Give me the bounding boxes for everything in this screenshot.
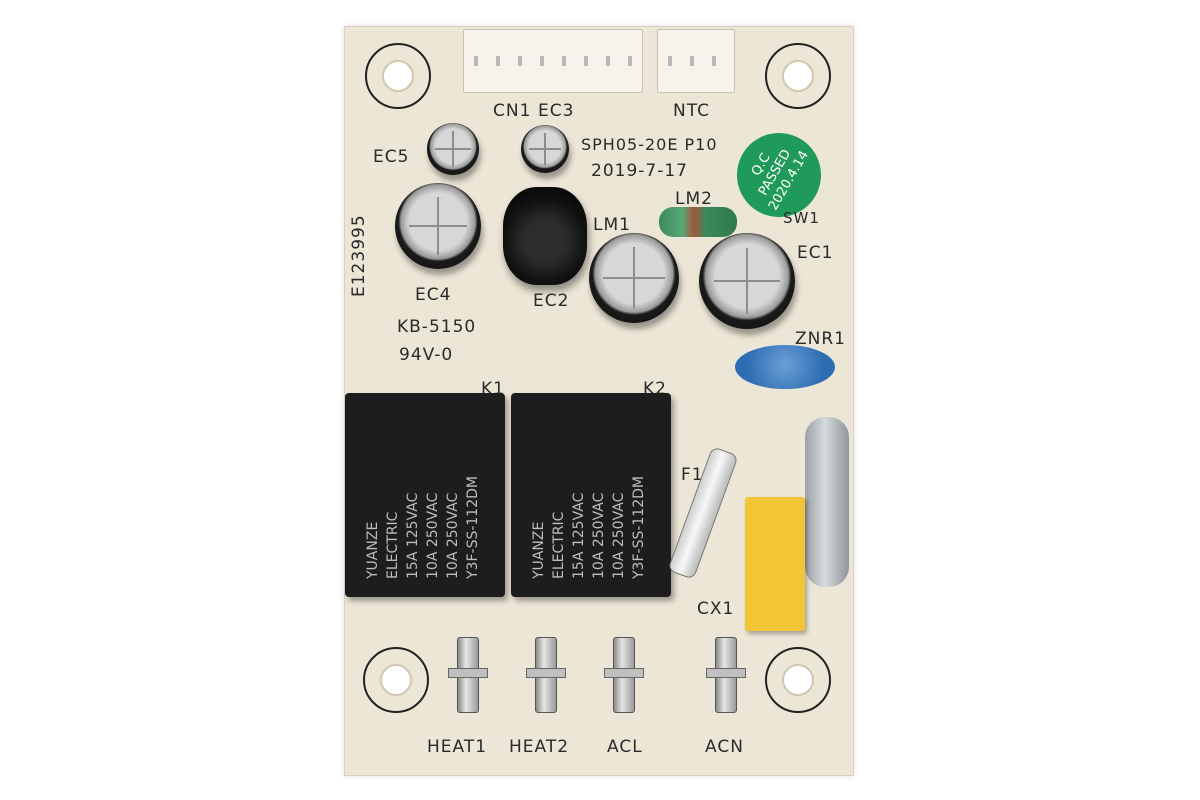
pcb-board: CN1 EC3 NTC SPH05-20E P10 2019-7-17 Q.C … [344, 26, 854, 776]
label-ec2: EC2 [533, 291, 570, 311]
mounting-hole-bottom-right [765, 647, 831, 713]
capacitor-ec1 [699, 233, 795, 329]
connector-cn1 [463, 29, 643, 93]
terminal-heat2 [526, 637, 566, 713]
capacitor-ec5 [427, 123, 479, 175]
connector-ntc [657, 29, 735, 93]
capacitor-ec3 [521, 125, 569, 173]
label-sw1: SW1 [783, 209, 820, 227]
label-lm1: LM1 [593, 215, 631, 235]
label-ec1: EC1 [797, 243, 834, 263]
label-heat1: HEAT1 [427, 737, 488, 757]
inductor-lm2 [659, 207, 737, 237]
mounting-hole-bottom-left [363, 647, 429, 713]
mounting-hole-top-right [765, 43, 831, 109]
terminal-acl [604, 637, 644, 713]
label-znr1: ZNR1 [795, 329, 846, 349]
terminal-heat1 [448, 637, 488, 713]
relay-k2: YUANZE ELECTRIC 15A 125VAC 10A 250VAC 10… [511, 393, 671, 597]
label-ec4: EC4 [415, 285, 452, 305]
varistor-znr1 [735, 345, 835, 389]
label-lm2: LM2 [675, 189, 713, 209]
inductor-lm1 [503, 187, 587, 285]
label-ec3: EC3 [538, 101, 575, 121]
board-id-vertical: E123995 [349, 214, 369, 297]
label-acl: ACL [607, 737, 643, 757]
relay-k1: YUANZE ELECTRIC 15A 125VAC 10A 250VAC 10… [345, 393, 505, 597]
flammability-rating: 94V-0 [399, 345, 454, 365]
mounting-hole-top-left [365, 43, 431, 109]
board-code-text: KB-5150 [397, 317, 477, 337]
model-text: SPH05-20E P10 [581, 135, 718, 154]
resistor [805, 417, 849, 587]
label-heat2: HEAT2 [509, 737, 570, 757]
capacitor-large-left [589, 233, 679, 323]
date-text: 2019-7-17 [591, 161, 688, 181]
capacitor-ec4 [395, 183, 481, 269]
label-cx1: CX1 [697, 599, 735, 619]
label-acn: ACN [705, 737, 744, 757]
label-ntc: NTC [673, 101, 710, 121]
terminal-acn [706, 637, 746, 713]
label-ec5: EC5 [373, 147, 410, 167]
label-cn1: CN1 [493, 101, 532, 121]
capacitor-cx1 [745, 497, 805, 631]
label-f1: F1 [681, 465, 704, 485]
